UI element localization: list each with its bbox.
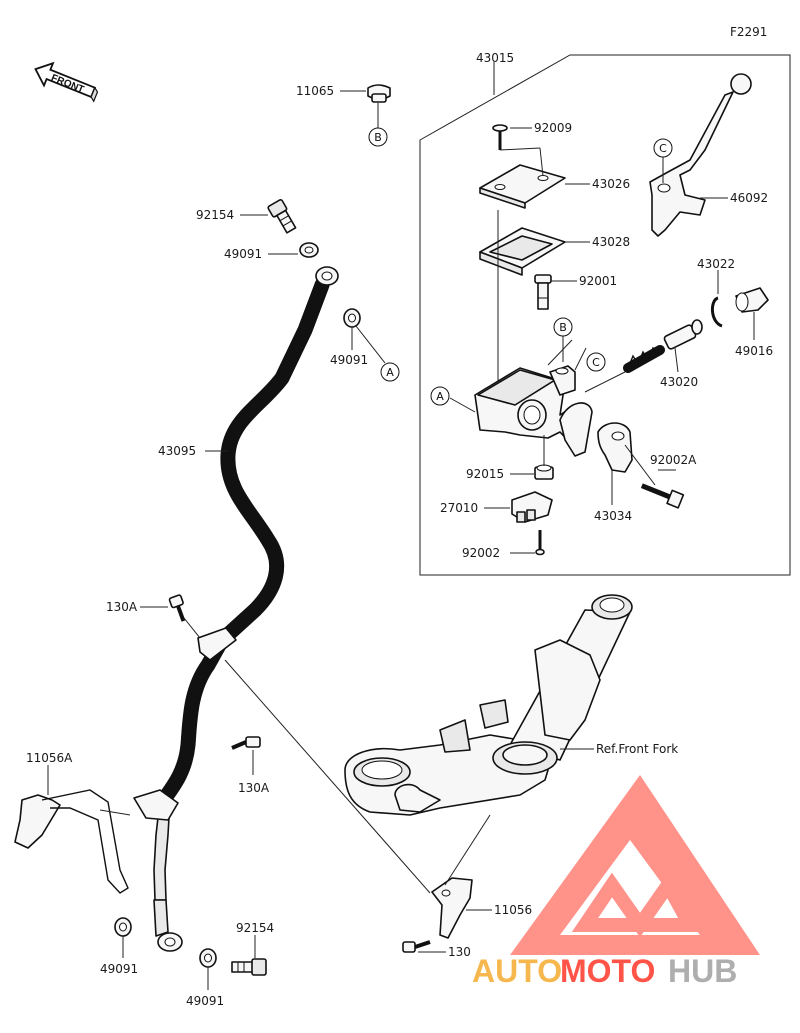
- label-43095: 43095: [158, 444, 196, 458]
- callout-c-1-text: C: [659, 142, 667, 155]
- master-cylinder-body: [474, 365, 593, 457]
- piston-43020: [623, 319, 703, 373]
- watermark-hub: HUB: [668, 953, 737, 989]
- hose-clamp-lower: [133, 789, 179, 821]
- bracket-11056a: [14, 789, 131, 894]
- label-49016: 49016: [735, 344, 773, 358]
- watermark-auto: AUTO: [472, 953, 562, 989]
- screw-92002: [535, 530, 545, 556]
- label-49091-c: 49091: [100, 962, 138, 976]
- callout-a-2: [430, 386, 450, 406]
- bolt-92002a: [640, 483, 685, 509]
- label-49091-b: 49091: [330, 353, 368, 367]
- banjo-bolt-92154-bottom: [231, 958, 267, 976]
- label-46092: 46092: [730, 191, 768, 205]
- label-49091-a: 49091: [224, 247, 262, 261]
- label-43034: 43034: [594, 509, 632, 523]
- pivot-bolt-92001: [534, 274, 552, 310]
- callout-c-2: [586, 352, 606, 372]
- label-43022: 43022: [697, 257, 735, 271]
- label-43015: 43015: [476, 51, 514, 65]
- label-27010: 27010: [440, 501, 478, 515]
- label-11056a: 11056A: [26, 751, 73, 765]
- label-92009: 92009: [534, 121, 572, 135]
- diagram-code: F2291: [730, 25, 767, 39]
- reservoir-cover-43026: [479, 164, 566, 209]
- watermark-moto: MOTO: [560, 953, 655, 989]
- callout-b-2-text: B: [559, 321, 567, 334]
- label-130a-top: 130A: [106, 600, 138, 614]
- label-130: 130: [448, 945, 471, 959]
- nut-92015: [534, 464, 554, 480]
- bolt-130: [402, 940, 431, 953]
- label-92002a: 92002A: [650, 453, 697, 467]
- bolt-130a-top: [168, 594, 186, 622]
- label-ref-front-fork: Ref.Front Fork: [596, 742, 678, 756]
- label-92015: 92015: [466, 467, 504, 481]
- callout-a-2-text: A: [436, 390, 444, 403]
- label-92154-bottom: 92154: [236, 921, 274, 935]
- brake-hose-43095: [152, 266, 339, 952]
- callout-a-1: [380, 362, 400, 382]
- label-11065: 11065: [296, 84, 334, 98]
- bracket-11056: [431, 877, 473, 939]
- label-92154-top: 92154: [196, 208, 234, 222]
- watermark-logo: [510, 775, 760, 955]
- callout-c-2-text: C: [592, 356, 600, 369]
- circlip-43022: [711, 296, 723, 328]
- label-92002: 92002: [462, 546, 500, 560]
- front-arrow-icon: FRONT: [34, 61, 99, 103]
- callout-b-2: [553, 317, 573, 337]
- label-43020: 43020: [660, 375, 698, 389]
- callout-a-1-text: A: [386, 366, 394, 379]
- dust-boot-49016: [735, 287, 769, 313]
- diaphragm-43028: [479, 227, 566, 276]
- label-43028: 43028: [592, 235, 630, 249]
- callout-b-1: [368, 127, 388, 147]
- switch-27010: [511, 491, 553, 523]
- label-130a-mid: 130A: [238, 781, 270, 795]
- front-fork-stem: [344, 594, 633, 816]
- callout-c-1: [653, 138, 673, 158]
- assembly-box: [419, 54, 791, 576]
- banjo-bolt-92154-top: [267, 199, 297, 234]
- cap-11065: [367, 84, 391, 103]
- label-43026: 43026: [592, 177, 630, 191]
- label-92001: 92001: [579, 274, 617, 288]
- hose-clamp-upper: [197, 627, 237, 661]
- label-49091-d: 49091: [186, 994, 224, 1008]
- brake-lever-46092: [649, 73, 752, 237]
- screw-92009: [492, 124, 508, 150]
- callout-b-1-text: B: [374, 131, 382, 144]
- watermark-text: AUTO MOTO HUB: [472, 953, 737, 989]
- label-11056: 11056: [494, 903, 532, 917]
- holder-43034: [597, 422, 633, 473]
- bolt-130a-mid: [231, 736, 261, 750]
